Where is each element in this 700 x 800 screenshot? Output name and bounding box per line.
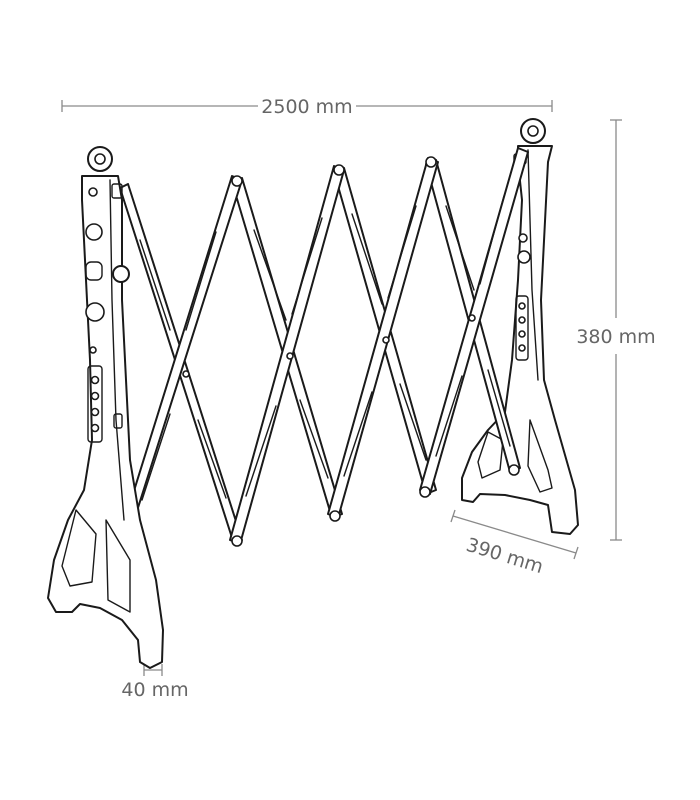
right-stand <box>461 118 579 535</box>
left-stand <box>47 146 164 669</box>
height-label: 380 mm <box>576 326 655 348</box>
width-label: 2500 mm <box>261 96 352 118</box>
thickness-dimension: 40 mm <box>121 664 189 701</box>
width-dimension: 2500 mm <box>61 96 553 118</box>
latch-knob <box>112 265 130 283</box>
scissor-lattice <box>119 147 529 547</box>
height-dimension: 380 mm <box>576 119 656 541</box>
thickness-label: 40 mm <box>121 679 188 701</box>
